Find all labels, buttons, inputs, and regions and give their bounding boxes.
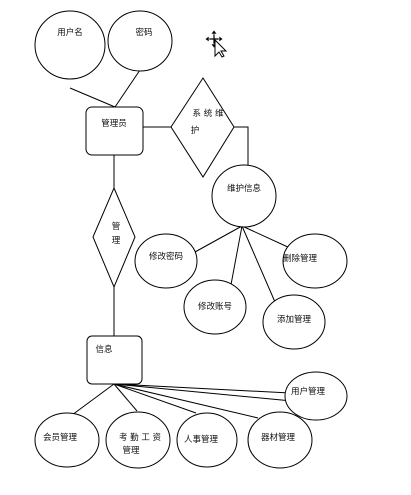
attribute-password: 密码 xyxy=(107,10,173,72)
attribute-username-label: 用户名 xyxy=(57,27,83,38)
edge-info-attendancesalary xyxy=(113,383,138,412)
move-cursor-icon xyxy=(205,30,228,58)
edge-info-usermanage xyxy=(113,383,291,394)
edge-maintaininfo-changepassword xyxy=(194,225,243,253)
attribute-delete-manage-label: 删除管理 xyxy=(283,253,318,264)
edge-info-equipmentmanage xyxy=(113,383,259,419)
edge-username-admin xyxy=(69,87,116,108)
attribute-change-account-label: 修改账号 xyxy=(198,301,232,312)
edge-systemmaintain-maintaininfo xyxy=(234,126,249,167)
attribute-maintain-info-label: 维护信息 xyxy=(227,183,262,194)
attribute-add-manage: 添加管理 xyxy=(262,294,326,350)
relation-manage: 管 理 xyxy=(92,186,136,289)
attribute-change-password: 修改密码 xyxy=(134,233,198,289)
attribute-attendance-salary-label-2: 管理 xyxy=(122,445,140,456)
relation-manage-label-1: 管 xyxy=(112,221,121,232)
attribute-change-account: 修改账号 xyxy=(183,279,247,335)
entity-info: 信息 xyxy=(86,335,143,385)
attribute-member-manage: 会员管理 xyxy=(34,412,100,468)
attribute-add-manage-label: 添加管理 xyxy=(277,314,312,325)
entity-info-label: 信息 xyxy=(95,344,113,355)
relation-manage-label-2: 理 xyxy=(112,236,121,246)
relation-system-maintain: 系 统 维 护 xyxy=(170,77,235,178)
edge-maintaininfo-deletemanage xyxy=(241,225,291,249)
attribute-attendance-salary: 考 勤 工 资 管理 xyxy=(105,411,171,469)
attribute-equipment-manage-label: 器材管理 xyxy=(261,432,296,443)
attribute-username: 用户名 xyxy=(34,10,106,80)
entity-admin-label: 管理员 xyxy=(101,118,127,129)
attribute-member-manage-label: 会员管理 xyxy=(43,432,78,443)
entity-admin: 管理员 xyxy=(85,106,144,156)
edge-info-hrmanage xyxy=(113,383,197,414)
edge-info-membermanage xyxy=(71,383,115,416)
attribute-hr-manage: 人事管理 xyxy=(176,412,238,468)
attribute-hr-manage-label: 人事管理 xyxy=(184,434,219,445)
attribute-password-label: 密码 xyxy=(135,27,152,38)
edges xyxy=(69,69,293,419)
attribute-equipment-manage: 器材管理 xyxy=(247,411,313,469)
relation-system-maintain-label-1: 系 统 维 xyxy=(193,108,224,119)
edge-maintaininfo-addmanage xyxy=(241,225,276,303)
attribute-attendance-salary-label-1: 考 勤 工 资 xyxy=(119,432,162,443)
attribute-user-manage: 用户管理 xyxy=(284,371,348,421)
edge-info-usermanage-2 xyxy=(113,383,293,402)
edge-maintaininfo-changeaccount xyxy=(229,225,243,291)
relation-system-maintain-label-2: 护 xyxy=(191,125,200,136)
edge-password-admin xyxy=(114,69,141,108)
attribute-user-manage-label: 用户管理 xyxy=(291,386,326,397)
attribute-maintain-info: 维护信息 xyxy=(211,164,277,228)
attribute-delete-manage: 删除管理 xyxy=(282,233,348,289)
attribute-change-password-label: 修改密码 xyxy=(149,251,183,262)
